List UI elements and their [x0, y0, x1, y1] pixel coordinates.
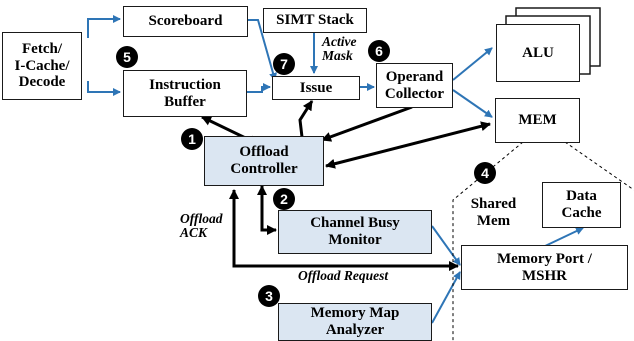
arrow-fetch-scoreboard	[87, 15, 121, 38]
operand-collector-block: Operand Collector	[376, 63, 453, 108]
arrow-collector-alu	[452, 47, 493, 81]
badge-1: 1	[181, 128, 203, 150]
badge-5: 5	[116, 46, 138, 68]
memory-port-mshr-block: Memory Port / MSHR	[461, 245, 628, 290]
arrow-issue-offload	[298, 100, 314, 138]
offload-request-label: Offload Request	[298, 268, 389, 283]
badge-4: 4	[474, 162, 496, 184]
arrow-analyzer-port	[431, 271, 461, 324]
arrow-channel-port	[431, 225, 461, 266]
arrow-offload-request	[229, 189, 459, 271]
arrow-buffer-issue	[247, 83, 271, 93]
mem-region-right-boundary	[564, 141, 634, 191]
scoreboard-block: Scoreboard	[123, 6, 248, 37]
mem-region-left-boundary	[452, 141, 524, 341]
offload-controller-block: Offload Controller	[204, 136, 324, 186]
simt-stack-block: SIMT Stack	[263, 8, 367, 33]
instruction-buffer-block: Instruction Buffer	[123, 70, 247, 117]
arrow-port-datacache	[534, 227, 584, 254]
arrow-mem-offload	[325, 121, 491, 169]
issue-block: Issue	[272, 76, 360, 100]
alu-block: ALU	[496, 24, 580, 82]
badge-6: 6	[368, 40, 390, 62]
badge-2: 2	[273, 188, 295, 210]
shared-mem-block: Shared Mem	[470, 196, 517, 229]
badge-3: 3	[258, 285, 280, 307]
fetch-decode-block: Fetch/ I-Cache/ Decode	[2, 32, 82, 100]
channel-busy-monitor-block: Channel Busy Monitor	[278, 210, 432, 254]
mem-block: MEM	[495, 98, 580, 143]
offload-ack-label: Offload ACK	[180, 211, 223, 241]
active-mask-label: Active Mask	[322, 34, 357, 64]
badge-7: 7	[273, 53, 295, 75]
data-cache-block: Data Cache	[542, 182, 621, 228]
arrow-fetch-instruction-buffer	[87, 81, 121, 96]
arrow-collector-mem	[452, 89, 493, 118]
arrow-collector-offload	[321, 105, 413, 142]
arrow-scoreboard-issue	[248, 19, 277, 81]
memory-map-analyzer-block: Memory Map Analyzer	[278, 303, 432, 341]
